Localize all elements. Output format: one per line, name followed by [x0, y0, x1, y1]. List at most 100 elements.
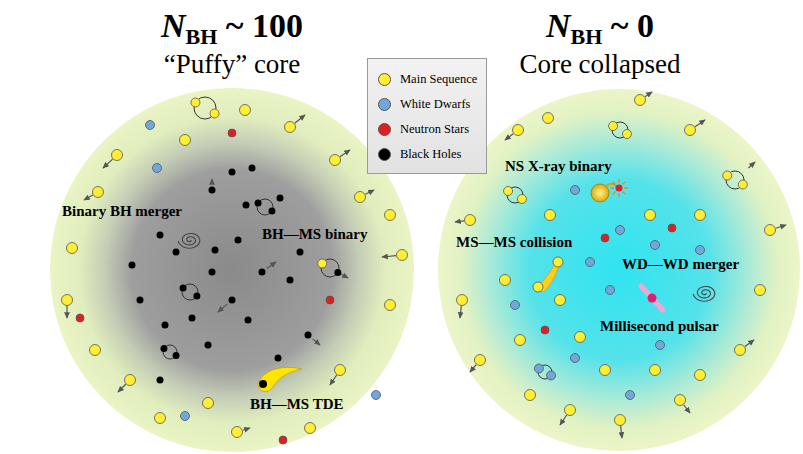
star-dot — [162, 322, 169, 329]
star-dot — [76, 314, 84, 322]
star-dot — [157, 377, 164, 384]
star-dot — [626, 391, 635, 400]
xray-burst — [618, 193, 619, 197]
star-dot — [616, 226, 625, 235]
star-dot — [650, 365, 661, 376]
star-dot — [305, 423, 316, 434]
star-dot — [675, 395, 686, 406]
star-dot — [212, 247, 219, 254]
xray-burst — [613, 182, 616, 185]
velocity-arrow — [621, 426, 622, 438]
star-dot — [279, 436, 287, 444]
star-dot — [229, 297, 236, 304]
xray-burst — [624, 187, 628, 188]
star-dot — [137, 297, 144, 304]
star-dot — [203, 398, 214, 409]
cluster-illustration — [50, 88, 414, 452]
legend-text: Black Holes — [400, 147, 461, 162]
xray-burst — [613, 192, 616, 195]
star-dot — [615, 415, 626, 426]
legend-row: White Dwarfs — [378, 92, 478, 117]
star-dot — [651, 241, 660, 250]
star-dot — [330, 155, 341, 166]
symbol-letter: N — [546, 7, 571, 44]
tidal-stream — [258, 367, 302, 391]
star-dot — [259, 269, 266, 276]
velocity-arrow — [365, 190, 374, 194]
count-value: ~ 0 — [611, 7, 654, 44]
symbol-subscript: BH — [186, 24, 218, 49]
star-dot — [695, 370, 706, 381]
star-dot — [232, 427, 243, 438]
star-dot — [586, 258, 595, 267]
star-dot — [326, 296, 334, 304]
event-label: BH—MS binary — [262, 226, 367, 243]
star-dot — [553, 257, 563, 267]
cluster-disc — [438, 89, 800, 451]
star-dot — [67, 243, 78, 254]
velocity-arrow — [118, 384, 126, 392]
legend-row: Main Sequence — [378, 67, 478, 92]
binary-star — [609, 122, 618, 131]
count-value: ~ 100 — [226, 7, 303, 44]
star-dot — [243, 202, 250, 209]
legend-row: Neutron Stars — [378, 117, 478, 142]
star-dot — [205, 342, 212, 349]
velocity-arrow — [211, 179, 212, 184]
star-dot — [240, 105, 251, 116]
star-dot — [153, 164, 162, 173]
star-dot — [511, 301, 520, 310]
velocity-arrow — [455, 221, 464, 222]
legend-swatch — [378, 123, 391, 136]
star-dot — [157, 232, 164, 239]
velocity-arrow — [243, 428, 250, 430]
star-dot — [275, 355, 282, 362]
event-label: BH—MS TDE — [250, 396, 344, 413]
binary-star — [534, 364, 543, 373]
legend-text: White Dwarfs — [400, 97, 470, 112]
binary-star — [334, 269, 341, 276]
star-dot — [209, 187, 216, 194]
cluster-illustration — [438, 89, 800, 451]
star-dot — [62, 295, 73, 306]
star-dot — [180, 135, 191, 146]
core-subtitle: Core collapsed — [519, 49, 680, 79]
binary-star — [622, 130, 631, 139]
velocity-arrow — [460, 306, 461, 318]
star-dot — [500, 275, 511, 286]
star-field — [62, 97, 408, 444]
binary-star — [517, 195, 526, 204]
binary-star — [180, 285, 187, 292]
star-dot — [656, 341, 665, 350]
star-dot — [228, 129, 236, 137]
merger-spiral — [693, 286, 715, 301]
velocity-arrow — [103, 159, 113, 168]
binary-star — [255, 200, 262, 207]
binary-star — [723, 171, 732, 180]
star-dot — [685, 125, 696, 136]
velocity-arrow — [218, 304, 227, 312]
binary-star — [318, 259, 327, 268]
star-dot — [533, 282, 543, 292]
velocity-arrow — [695, 120, 705, 127]
star-field — [455, 92, 786, 438]
legend-row: Black Holes — [378, 142, 478, 167]
velocity-arrow — [295, 115, 305, 123]
velocity-arrow — [505, 134, 513, 140]
binary-star — [504, 187, 513, 196]
legend-swatch — [378, 148, 391, 161]
star-dot — [571, 354, 580, 363]
binary-star — [547, 371, 556, 380]
star-dot — [735, 345, 746, 356]
star-dot — [696, 246, 705, 255]
star-dot — [635, 95, 646, 106]
star-dot — [397, 250, 408, 261]
star-dot — [173, 249, 180, 256]
star-dot — [541, 326, 549, 334]
star-dot — [305, 332, 312, 339]
legend-swatch — [378, 98, 391, 111]
binary-star — [268, 208, 275, 215]
star-dot — [575, 332, 586, 343]
star-dot — [565, 405, 576, 416]
